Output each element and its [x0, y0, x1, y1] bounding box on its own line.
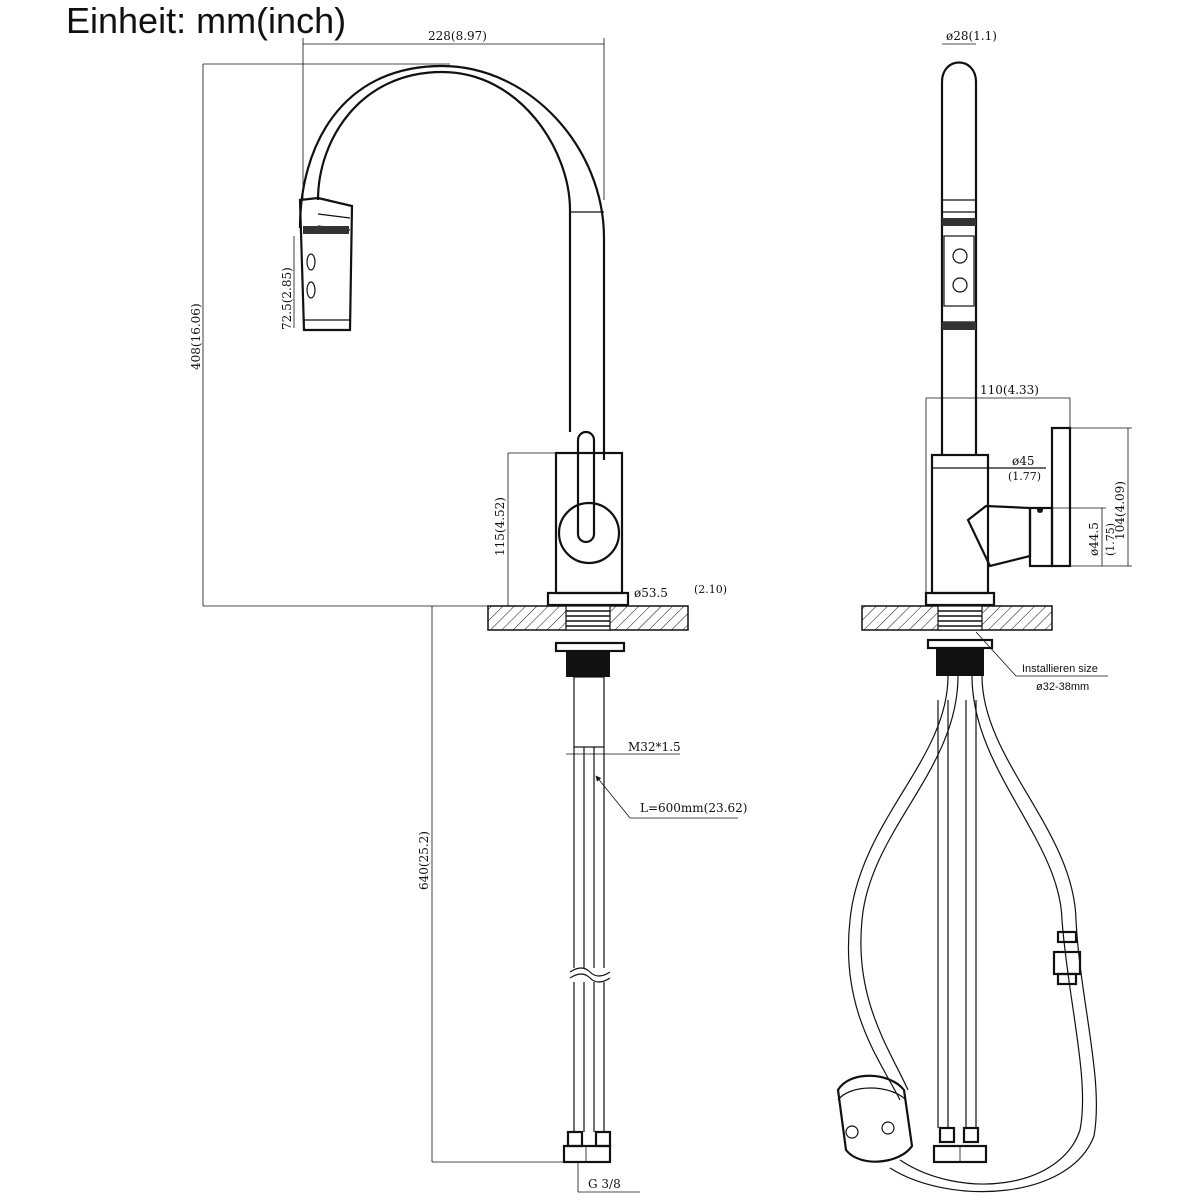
spout-side [940, 61, 978, 455]
below-counter-dimension: 640(25.2) [417, 606, 570, 1163]
spray-head: 72.5(2.85) [280, 196, 354, 332]
dim-handle-reach-label: 110(4.33) [980, 383, 1039, 397]
dim-body-dia-inch: (1.77) [1008, 470, 1041, 483]
dim-height-label: 408(16.06) [189, 303, 203, 370]
width-dimension: 228(8.97) [302, 29, 605, 200]
dim-handle-dia-inch: (1.75) [1104, 523, 1117, 556]
mounting-shank-side: Installieren size ø32-38mm [926, 631, 1108, 693]
hoses-side [847, 675, 1097, 1193]
hose-counterweight [836, 1074, 914, 1163]
handle-reach-dimension: 110(4.33) [925, 383, 1071, 600]
dim-handle-dia-label: ø44.5 [1087, 522, 1101, 556]
countertop-left [487, 605, 689, 631]
spout-diameter-dimension: ø28(1.1) [942, 29, 997, 45]
dim-spout-dia-label: ø28(1.1) [946, 29, 997, 43]
spout-gooseneck [298, 64, 606, 460]
dim-handle-height-label: 104(4.09) [1113, 481, 1127, 540]
dim-base-inch: (2.10) [694, 583, 727, 596]
page-title: Einheit: mm(inch) [66, 0, 347, 41]
dim-conn-label: G 3/8 [588, 1177, 621, 1191]
faucet-body-side: ø45 (1.77) [924, 426, 1072, 607]
supply-hoses: L=600mm(23.62) [562, 747, 747, 1164]
right-faucet-view: ø28(1.1) 110(4.33) ø45 (1.77) [836, 29, 1132, 1193]
dim-body-label: 115(4.52) [493, 497, 507, 556]
height-dimension: 408(16.06) [189, 63, 490, 607]
install-label: Installieren size [1022, 663, 1098, 675]
dim-spray-label: 72.5(2.85) [280, 267, 294, 330]
dim-thread-label: M32*1.5 [628, 740, 681, 754]
countertop-right [861, 605, 1053, 631]
dim-base-label: ø53.5 [634, 586, 668, 600]
left-faucet-view: 228(8.97) 408(16.06) 72.5(2.85) [189, 29, 747, 1193]
dim-body-dia-label: ø45 [1012, 454, 1035, 468]
connector-dimension: G 3/8 [577, 1162, 640, 1193]
dim-width-label: 228(8.97) [428, 29, 487, 43]
dim-hose-label: L=600mm(23.62) [640, 801, 747, 815]
faucet-body: 115(4.52) ø53.5 (2.10) [493, 430, 727, 607]
dim-below-label: 640(25.2) [417, 831, 431, 890]
mounting-shank: M32*1.5 [554, 641, 681, 755]
handle-dimensions: 104(4.09) ø44.5 (1.75) [1052, 427, 1132, 567]
install-range: ø32-38mm [1036, 681, 1089, 693]
